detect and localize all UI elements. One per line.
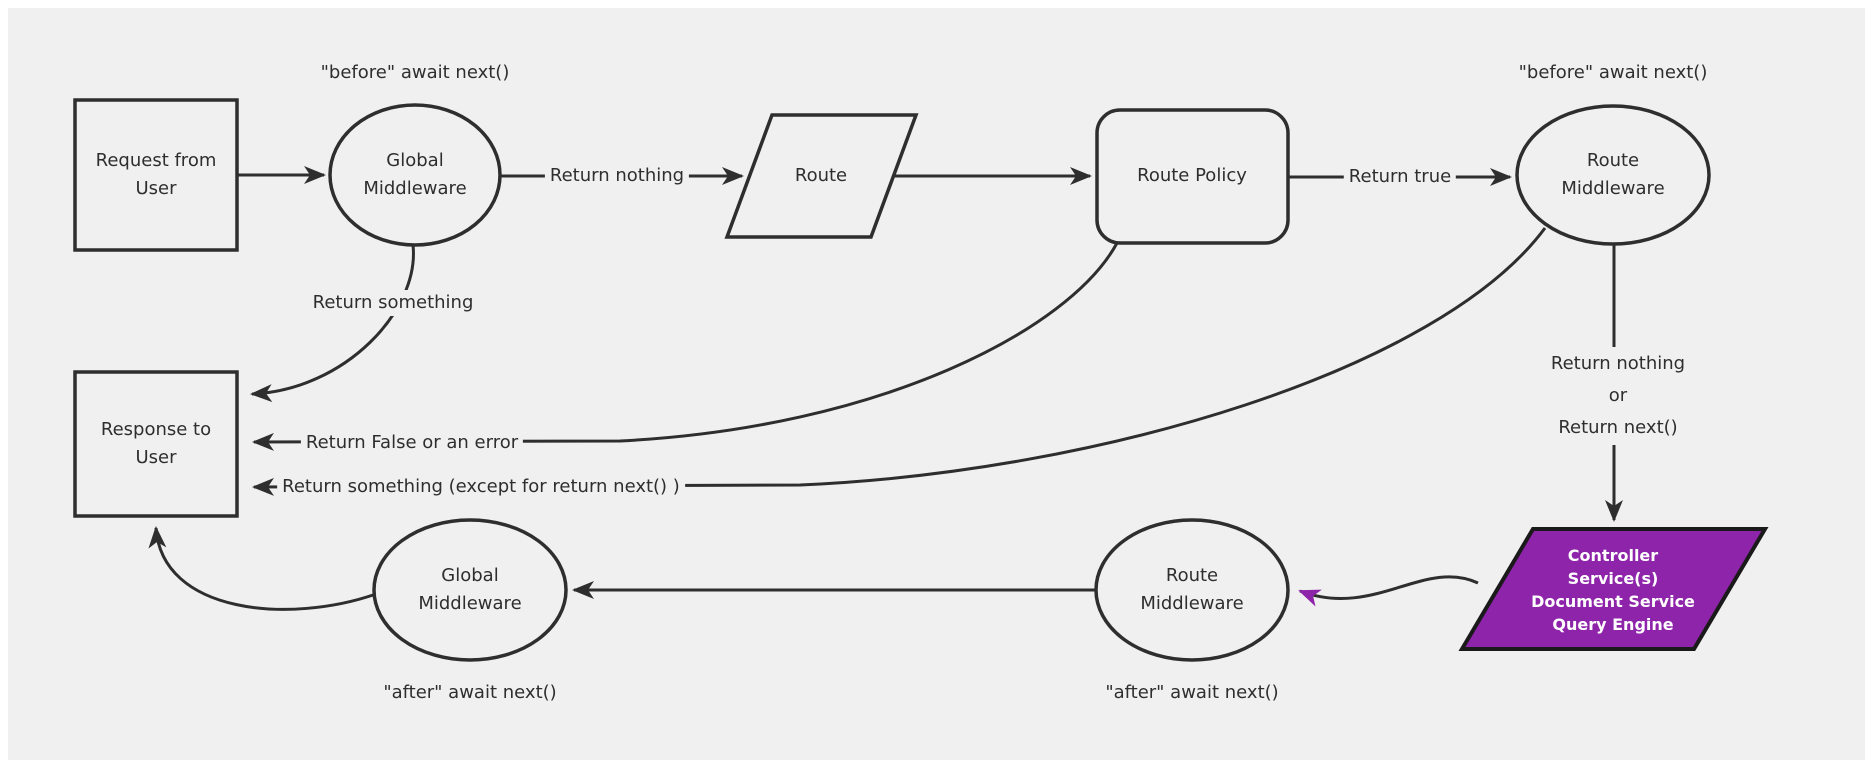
node-route-middleware-top-shape (1515, 104, 1711, 246)
node-global-middleware-bottom-shape (372, 518, 568, 662)
node-controller-services-shape (1458, 527, 1769, 651)
label-before-await-next-left: "before" await next() (320, 62, 510, 83)
edge-route-policy-return-false (252, 242, 1119, 451)
node-label-route-middleware-top: Route Middleware (1561, 150, 1665, 199)
node-label-route-policy: Route Policy (1137, 165, 1247, 186)
node-label-route-middleware-bottom: Route Middleware (1140, 565, 1244, 614)
node-global-middleware-top-shape (328, 103, 502, 247)
edge-label-return-something: Return something (307, 290, 479, 316)
node-label-global-middleware-top: Global Middleware (363, 150, 467, 199)
node-label-request-from-user: Request from User (95, 150, 217, 199)
edge-label-return-true: Return true (1343, 164, 1457, 190)
edge-label-return-false-or-error: Return False or an error (300, 430, 524, 456)
node-response-to-user-shape (73, 370, 239, 518)
node-label-route: Route (794, 165, 848, 186)
node-route-shape (724, 113, 919, 239)
node-route-policy-shape (1095, 108, 1290, 245)
node-route-middleware-bottom-shape (1094, 518, 1290, 662)
label-after-await-next-right: "after" await next() (1105, 682, 1279, 703)
label-after-await-next-left: "after" await next() (383, 682, 557, 703)
edge-global-middleware-return-something (250, 244, 415, 403)
label-before-await-next-right: "before" await next() (1518, 62, 1708, 83)
node-label-global-middleware-bottom: Global Middleware (418, 565, 522, 614)
edge-label-return-nothing-or-next: Return nothing or Return next() (1545, 347, 1691, 445)
edge-global-middleware-after-to-response (148, 526, 377, 611)
node-label-controller-services: Controller Service(s) Document Service Q… (1531, 546, 1695, 634)
edge-route-middleware-return-something-except (252, 227, 1547, 496)
edge-label-return-nothing: Return nothing (544, 163, 690, 189)
node-request-from-user-shape (73, 98, 239, 252)
edge-controller-to-route-middleware-after (1298, 575, 1479, 607)
edge-label-return-something-except: Return something (except for return next… (277, 474, 685, 500)
node-label-response-to-user: Response to User (100, 419, 212, 468)
